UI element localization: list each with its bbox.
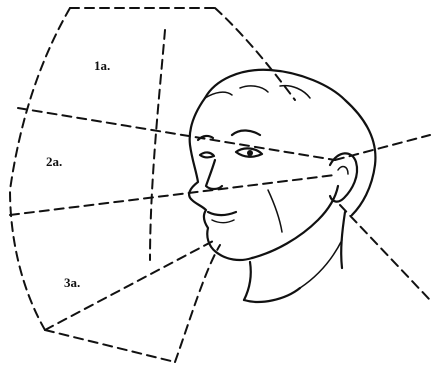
sight-line-right-lower <box>340 205 430 300</box>
face-profile <box>189 98 252 260</box>
neck-shadow <box>300 240 342 288</box>
back-of-head <box>352 165 375 215</box>
right-eye <box>200 152 214 157</box>
hair-texture <box>205 86 310 98</box>
lower-lip <box>212 220 234 223</box>
left-pupil <box>247 150 253 156</box>
fan-outer-arc <box>10 8 70 330</box>
sight-line-lower <box>10 175 335 215</box>
sight-line-upper <box>18 108 335 160</box>
mouth <box>208 212 236 215</box>
ear <box>330 153 357 201</box>
sight-line-right-upper <box>335 135 430 160</box>
left-eyebrow <box>232 130 260 135</box>
fan-bottom-right-edge <box>175 245 220 362</box>
zone-label-3a: 3a. <box>64 275 80 290</box>
nose <box>206 160 222 189</box>
ear-inner <box>338 167 348 174</box>
zone-label-2a: 2a. <box>46 154 62 169</box>
cheek-contour <box>268 190 282 232</box>
fan-bottom-edge <box>45 330 175 362</box>
zone-label-1a: 1a. <box>94 58 110 73</box>
inner-arc-boundary <box>150 30 165 260</box>
hair-outline <box>205 70 375 165</box>
neck-front <box>244 262 251 300</box>
head-illustration <box>189 70 375 302</box>
jaw-line <box>252 186 338 258</box>
neck-base <box>244 288 300 302</box>
